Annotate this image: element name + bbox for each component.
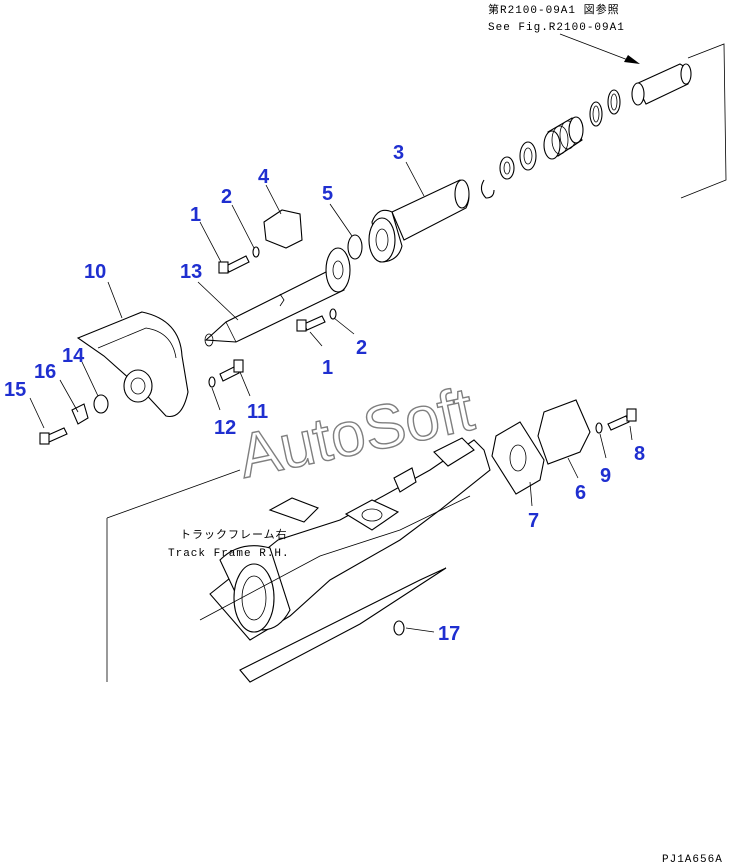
cover-part-6 [537, 399, 591, 465]
plug-part-17 [393, 620, 405, 636]
callout-16: 16 [34, 361, 56, 383]
washer-part-9 [595, 422, 603, 434]
idler-shaft-parts [480, 63, 692, 199]
reference-note-en: See Fig.R2100-09A1 [488, 22, 625, 34]
leader-lines [29, 161, 633, 633]
callout-7: 7 [528, 510, 539, 532]
o-ring-part-5 [347, 234, 363, 260]
gasket-part-7 [491, 421, 545, 495]
drawing-code: PJ1A656A [662, 854, 723, 866]
callout-8: 8 [634, 443, 645, 465]
callout-14: 14 [62, 345, 85, 367]
shaft-part-13 [204, 247, 351, 347]
callout-9: 9 [600, 465, 611, 487]
bolt-part-11 [219, 359, 244, 382]
callout-6: 6 [575, 482, 586, 504]
callout-11: 11 [247, 401, 268, 423]
tube-part-3 [368, 179, 470, 263]
bolt-part-15 [39, 427, 68, 445]
track-frame-label-en: Track Frame R.H. [168, 548, 290, 560]
callout-15: 15 [4, 379, 26, 401]
track-frame-label-jp: トラックフレーム右 [180, 527, 288, 542]
bolt-part-8 [607, 408, 637, 431]
bolt-washer-upper [218, 246, 260, 274]
callout-10: 10 [84, 261, 106, 283]
callout-2-lower: 2 [356, 337, 367, 359]
callout-1-lower: 1 [322, 357, 333, 379]
callout-13: 13 [180, 261, 202, 283]
washer-part-14 [93, 394, 109, 414]
callout-2-upper: 2 [221, 186, 232, 208]
callout-5: 5 [322, 183, 333, 205]
callout-1-upper: 1 [190, 204, 201, 226]
reference-arrow [559, 33, 640, 64]
housing-part-10 [76, 311, 189, 418]
reference-note-jp: 第R2100-09A1 図参照 [488, 2, 620, 17]
bolt-washer-lower [296, 308, 337, 332]
callout-17: 17 [438, 623, 460, 645]
washer-part-12 [208, 376, 216, 388]
callout-12: 12 [214, 417, 236, 439]
reference-bracket [680, 43, 727, 199]
lock-part-16 [71, 403, 89, 425]
plate-part-4 [263, 209, 303, 249]
callout-3: 3 [393, 142, 404, 164]
callout-4: 4 [258, 166, 270, 188]
track-frame [106, 437, 491, 683]
